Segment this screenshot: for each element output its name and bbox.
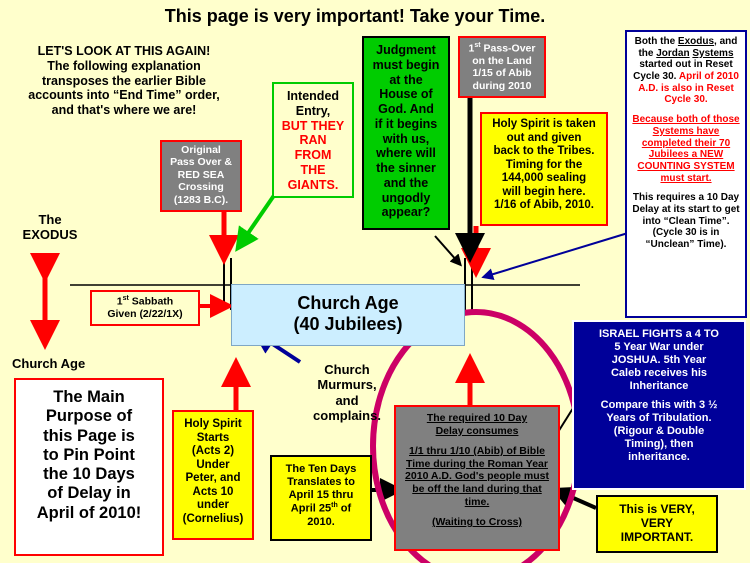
- arrow-reset-cycle: [481, 232, 629, 280]
- arrow-important: [551, 486, 597, 510]
- arrow-judgment: [434, 235, 462, 267]
- exodus-jordan-box: Both the Exodus, and the Jordan Systems …: [625, 30, 747, 318]
- intro-text: LET'S LOOK AT THIS AGAIN!The following e…: [28, 44, 220, 117]
- church-age-box: Church Age(40 Jubilees): [231, 284, 465, 346]
- delay-box: The required 10 Day Delay consumes 1/1 t…: [394, 405, 560, 551]
- sabbath-box: 1st Sabbath Given (2/22/1X): [90, 290, 200, 326]
- church-age-label: Church Age: [12, 356, 86, 371]
- page-title: This page is very important! Take your T…: [164, 6, 546, 26]
